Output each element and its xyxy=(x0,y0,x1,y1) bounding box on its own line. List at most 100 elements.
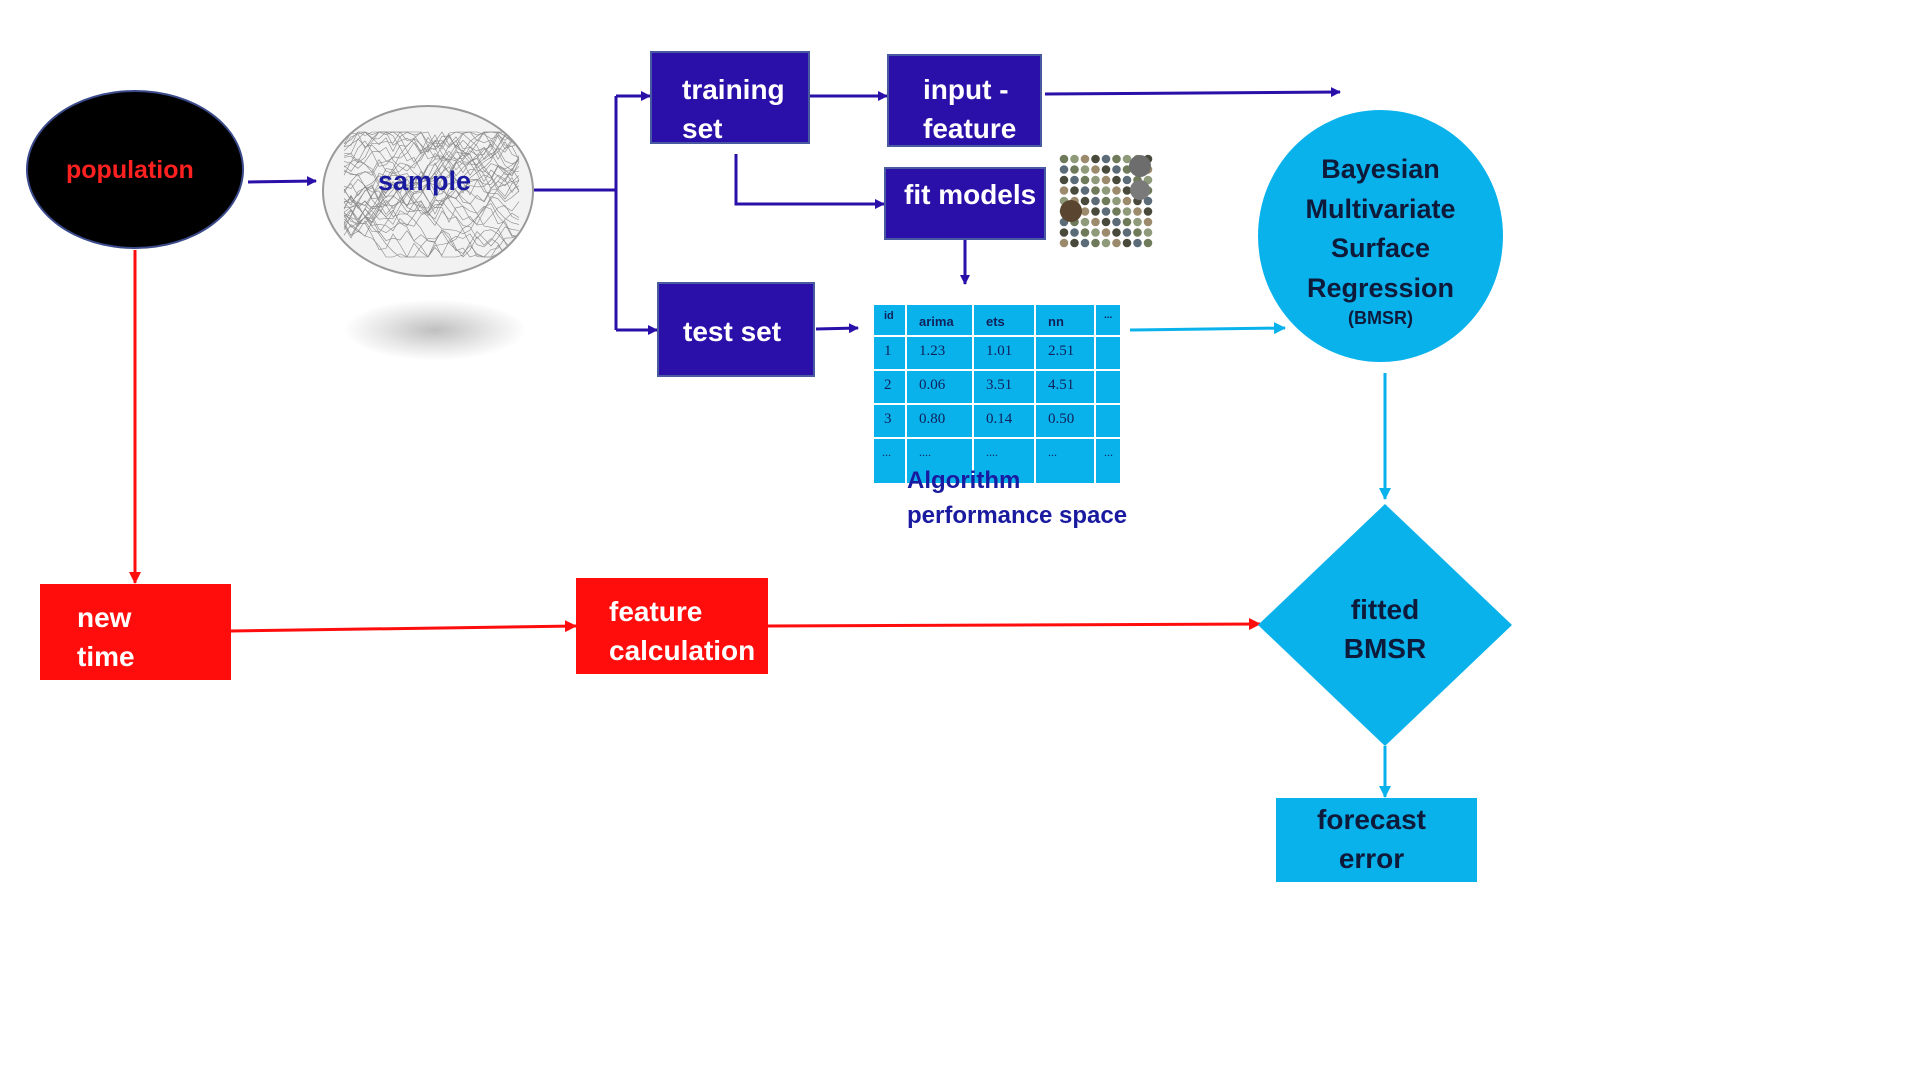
thumbnail-large-dot xyxy=(1060,200,1082,222)
sample-shadow xyxy=(345,300,525,360)
thumbnail-dot xyxy=(1091,238,1100,248)
table-cell: 1.01 xyxy=(974,337,1036,371)
table-cell: ... xyxy=(1036,439,1096,485)
thumbnail-dot xyxy=(1122,186,1132,195)
training-set-line1: training xyxy=(682,74,785,105)
forecast-error-node: forecast error xyxy=(1276,798,1477,882)
table-cell: 1.23 xyxy=(907,337,974,371)
arrow-feature-to-fitted xyxy=(767,618,1261,631)
forecast-error-line1: forecast xyxy=(1317,804,1426,835)
arrow-test-to-table xyxy=(815,323,859,334)
thumbnail-dot xyxy=(1080,228,1090,237)
thumbnail-dot xyxy=(1101,165,1111,174)
thumbnail-dot xyxy=(1080,238,1090,248)
thumbnail-dot xyxy=(1059,154,1069,164)
table-cell xyxy=(1096,405,1122,439)
fit-models-label: fit models xyxy=(904,179,1037,210)
table-cell: 0.50 xyxy=(1036,405,1096,439)
new-time-line1: new xyxy=(77,602,132,633)
series-sketch-line xyxy=(343,131,520,220)
sample-label: sample xyxy=(378,166,472,196)
thumbnail-dot xyxy=(1143,196,1153,206)
training-set-node: training set xyxy=(650,51,810,144)
fitted-bmsr-line2: BMSR xyxy=(1343,633,1427,664)
feature-calculation-line1: feature xyxy=(609,596,703,627)
test-set-label: test set xyxy=(683,316,782,347)
thumbnail-dot xyxy=(1080,207,1090,216)
series-sketch-line xyxy=(343,131,520,181)
thumbnail-dot xyxy=(1091,154,1100,164)
series-sketch-line xyxy=(343,131,520,193)
thumbnail-dot xyxy=(1091,217,1100,227)
thumbnail-dot xyxy=(1080,196,1090,206)
thumbnail-dot xyxy=(1091,207,1100,216)
thumbnail-dot xyxy=(1070,165,1079,174)
table-header-cell: arima xyxy=(907,305,974,337)
test-set-node: test set xyxy=(657,282,815,377)
thumbnail-dot xyxy=(1070,175,1079,185)
workflow-diagram: population sample training set input - f… xyxy=(26,51,1512,882)
thumbnail-dot xyxy=(1143,228,1153,237)
bmsr-title: Bayesian Multivariate Surface Regression xyxy=(1258,150,1503,308)
series-sketch-line xyxy=(343,138,520,203)
bmsr-line: Bayesian xyxy=(1321,154,1440,184)
thumbnail-dot xyxy=(1101,238,1111,248)
thumbnail-dot xyxy=(1080,165,1090,174)
thumbnail-dot xyxy=(1112,154,1121,164)
population-label: population xyxy=(66,156,194,184)
series-sketch-line xyxy=(343,131,520,196)
thumbnail-dot xyxy=(1080,186,1090,195)
bmsr-line: Surface xyxy=(1330,233,1431,263)
table-cell: 2.51 xyxy=(1036,337,1096,371)
thumbnail-dot xyxy=(1059,175,1069,185)
table-cell: .... xyxy=(974,439,1036,485)
thumbnail-dot xyxy=(1112,196,1121,206)
thumbnail-dot xyxy=(1080,217,1090,227)
models-thumbnail xyxy=(1059,154,1153,248)
forecast-error-line2: error xyxy=(1338,843,1405,874)
series-sketch-line xyxy=(343,218,520,258)
feature-calculation-node: feature calculation xyxy=(576,578,768,674)
table-cell: .... xyxy=(907,439,974,485)
series-sketch-line xyxy=(343,171,520,214)
thumbnail-dot xyxy=(1122,238,1132,248)
thumbnail-dot xyxy=(1101,175,1111,185)
series-sketch-line xyxy=(343,174,520,228)
table-cell: 0.14 xyxy=(974,405,1036,439)
input-feature-node: input - feature xyxy=(887,54,1042,147)
thumbnail-dot xyxy=(1059,228,1069,237)
arrow-training-to-fit xyxy=(734,154,885,209)
fit-models-node: fit models xyxy=(884,167,1046,240)
arrow-input-to-bmsr xyxy=(1044,87,1341,98)
thumbnail-dot xyxy=(1112,186,1121,195)
thumbnail-dot xyxy=(1133,228,1142,237)
series-sketch-line xyxy=(343,131,520,230)
algorithm-space-line2: performance space xyxy=(907,502,1128,529)
thumbnail-dot xyxy=(1122,175,1132,185)
connectors xyxy=(129,87,1391,798)
table-header-cell: id xyxy=(874,305,907,337)
table-cell: 3 xyxy=(874,405,907,439)
thumbnail-dot xyxy=(1122,207,1132,216)
algorithm-space-line1: Algorithm xyxy=(907,467,1021,494)
table-cell: 3.51 xyxy=(974,371,1036,405)
feature-calculation-line2: calculation xyxy=(609,635,756,666)
bmsr-line: Multivariate xyxy=(1305,193,1456,224)
thumbnail-dot xyxy=(1070,228,1079,237)
table-cell: 1 xyxy=(874,337,907,371)
thumbnail-dot xyxy=(1091,175,1100,185)
thumbnail-dot xyxy=(1122,196,1132,206)
thumbnail-large-dot xyxy=(1130,180,1150,200)
series-sketch-line xyxy=(343,154,520,225)
table-cell: 0.06 xyxy=(907,371,974,405)
thumbnail-dot xyxy=(1143,238,1153,248)
table-header-cell: ets xyxy=(974,305,1036,337)
thumbnail-dot xyxy=(1112,238,1121,248)
bmsr-node xyxy=(1258,110,1503,362)
new-time-node: new time xyxy=(40,584,231,680)
thumbnail-dot xyxy=(1122,154,1132,164)
population-node xyxy=(26,90,244,249)
training-set-line2: set xyxy=(682,113,723,144)
series-sketch-line xyxy=(343,146,520,207)
table-cell: ... xyxy=(1096,439,1122,485)
